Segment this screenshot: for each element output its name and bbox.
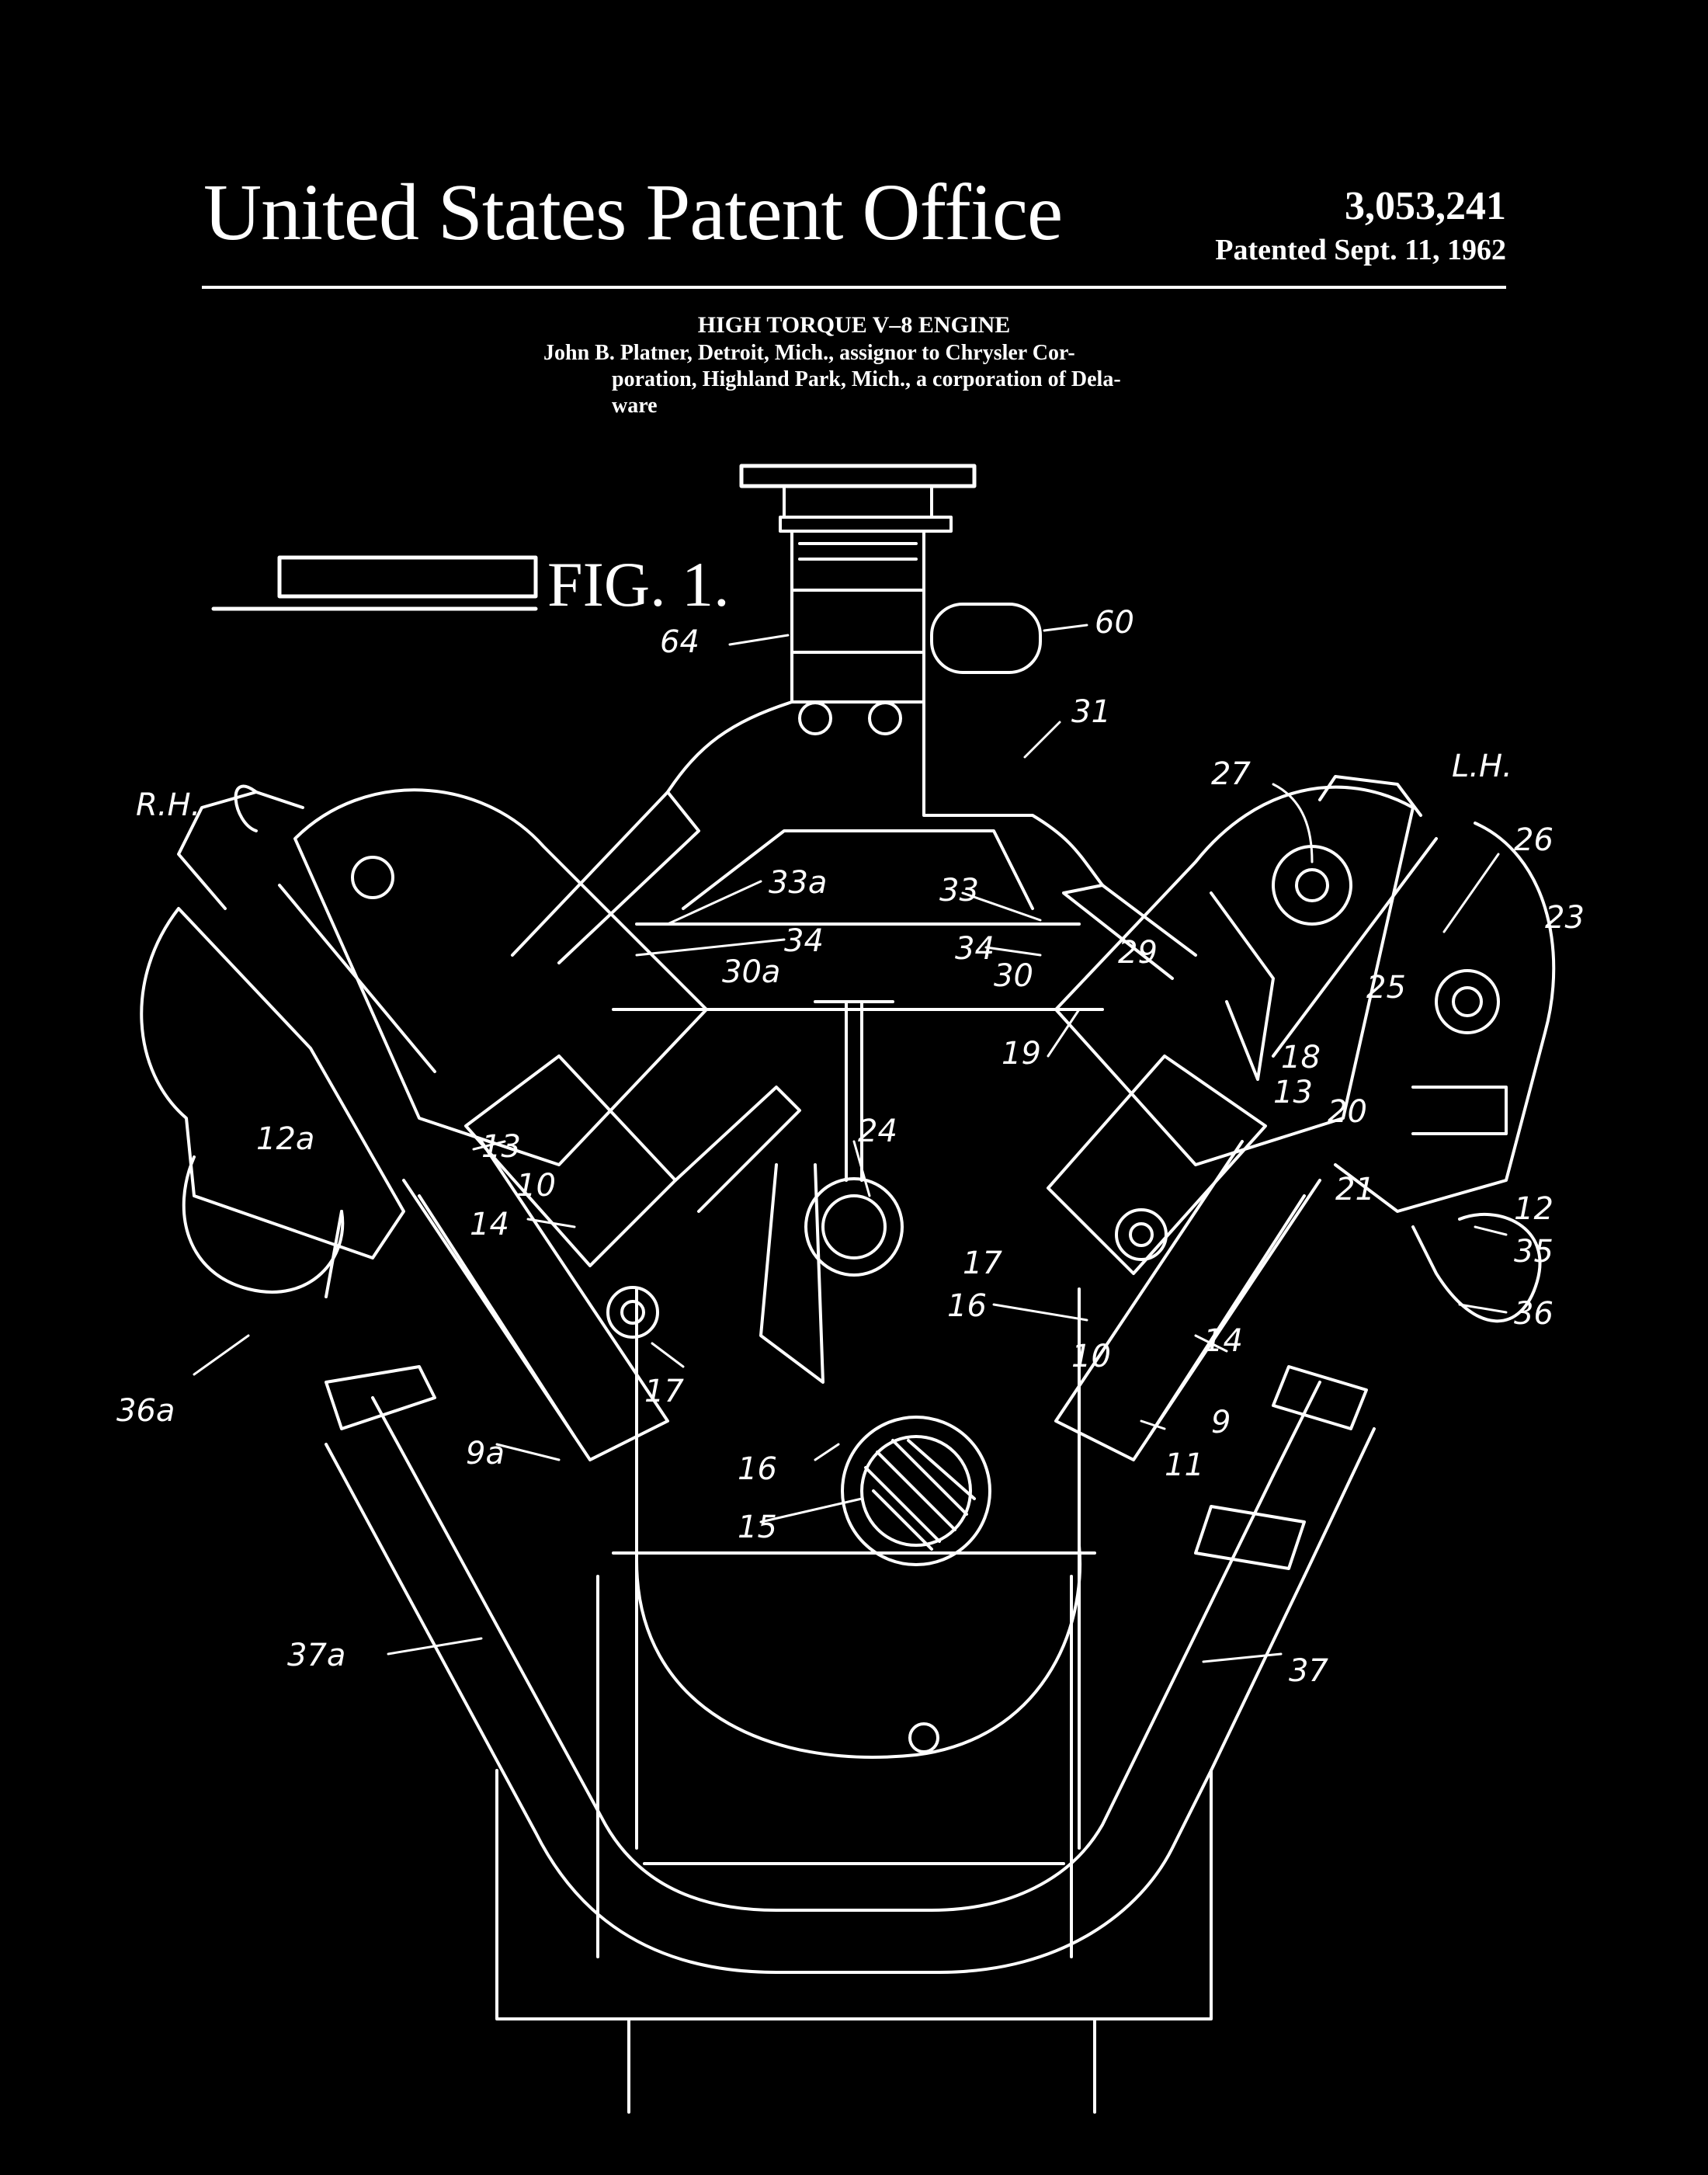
ref-36a: 36a — [116, 1393, 175, 1429]
ref-11: 11 — [1165, 1447, 1204, 1483]
ref-27: 27 — [1211, 756, 1251, 792]
exhaust-pipes — [325, 1365, 1376, 2114]
patent-office-heading: United States Patent Office — [203, 168, 1063, 257]
ref-60: 60 — [1095, 605, 1134, 641]
ref-21: 21 — [1335, 1172, 1375, 1207]
ref-34-left: 34 — [784, 923, 824, 959]
patent-date: Patented Sept. 11, 1962 — [1215, 234, 1506, 266]
reference-numerals: R.H. L.H. 64 60 31 33a 34 30a 33 34 30 2… — [116, 605, 1585, 1689]
ref-19: 19 — [1002, 1036, 1041, 1072]
ref-25: 25 — [1366, 970, 1406, 1006]
ref-37a: 37a — [287, 1638, 345, 1673]
inventor-line-3: ware — [612, 394, 658, 418]
ref-14-right: 14 — [1203, 1323, 1243, 1359]
header-rule — [202, 286, 1506, 289]
ref-9a: 9a — [466, 1436, 505, 1471]
ref-12: 12 — [1514, 1191, 1554, 1227]
ref-35: 35 — [1514, 1234, 1554, 1270]
ref-16-left: 16 — [738, 1451, 777, 1487]
ref-9: 9 — [1211, 1405, 1231, 1440]
ref-10-left: 10 — [516, 1168, 556, 1204]
inventor-line-1: John B. Platner, Detroit, Mich., assigno… — [543, 341, 1075, 365]
figure-label-group: FIG. 1. — [211, 549, 730, 620]
ref-31: 31 — [1071, 694, 1111, 730]
ref-24: 24 — [858, 1114, 897, 1149]
ref-17-left: 17 — [644, 1374, 684, 1409]
patent-number: 3,053,241 — [1345, 184, 1506, 228]
ref-33: 33 — [939, 873, 979, 909]
left-hand-bank — [1047, 775, 1556, 1461]
right-hand-bank — [140, 784, 801, 1461]
ref-30: 30 — [994, 958, 1033, 994]
ref-14-left: 14 — [470, 1207, 509, 1242]
leader-lines — [193, 624, 1508, 1663]
inventor-line-2: poration, Highland Park, Mich., a corpor… — [612, 367, 1121, 391]
figure-label: FIG. 1. — [547, 549, 730, 620]
fig-label-box — [277, 555, 538, 599]
ref-13-right: 13 — [1273, 1075, 1313, 1110]
crankcase — [596, 1000, 1096, 1958]
ref-36: 36 — [1514, 1296, 1554, 1332]
ref-29: 29 — [1118, 935, 1158, 971]
intake-manifold — [511, 700, 1197, 1011]
ref-20: 20 — [1328, 1094, 1367, 1130]
ref-64: 64 — [660, 624, 700, 660]
side-label-lh: L.H. — [1452, 749, 1512, 784]
ref-37: 37 — [1289, 1653, 1328, 1689]
ref-12a: 12a — [256, 1121, 314, 1157]
invention-title: HIGH TORQUE V–8 ENGINE — [697, 312, 1011, 338]
inventor-block: John B. Platner, Detroit, Mich., assigno… — [543, 340, 1180, 419]
side-label-rh: R.H. — [136, 787, 200, 823]
ref-34-right: 34 — [955, 931, 995, 967]
ref-13-left: 13 — [481, 1129, 521, 1165]
ref-10-right: 10 — [1071, 1339, 1111, 1374]
ref-33a: 33a — [769, 865, 827, 901]
ref-26: 26 — [1514, 822, 1554, 858]
ref-23: 23 — [1545, 900, 1585, 936]
ref-15: 15 — [738, 1510, 777, 1545]
ref-30a: 30a — [722, 954, 780, 990]
ref-17-right: 17 — [963, 1246, 1002, 1281]
ref-16-right: 16 — [947, 1288, 987, 1324]
carburetor — [739, 464, 1042, 735]
ref-18: 18 — [1281, 1040, 1321, 1075]
